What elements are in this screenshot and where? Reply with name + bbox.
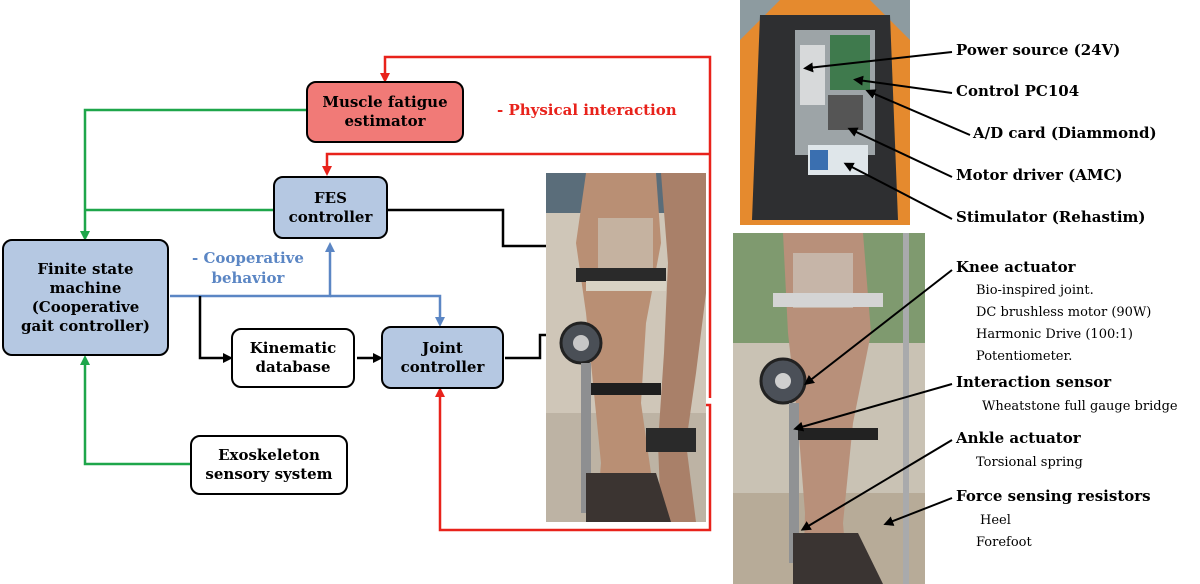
kinematic-database-block: Kinematic database: [231, 328, 355, 388]
ankle-actuator-title: Ankle actuator: [956, 429, 1081, 447]
pointer-motor-driver: [847, 127, 953, 178]
pointer-interaction-sensor: [793, 383, 953, 432]
wire-fatigue-to-fsm: [80, 108, 308, 241]
fes-controller-block: FES controller: [273, 176, 388, 239]
knee-item-label: Harmonic Drive (100:1): [976, 327, 1133, 342]
cooperative-behavior-label: - Cooperative behavior: [192, 249, 304, 287]
ad-card-label: A/D card (Diammond): [973, 124, 1157, 142]
stimulator-label: Stimulator (Rehastim): [956, 208, 1146, 226]
wire-sensory-to-fsm: [80, 355, 192, 466]
pointer-stimulator: [843, 162, 953, 220]
pointer-ad-card: [865, 89, 971, 136]
backpack-photo: [740, 0, 910, 225]
power-source-label: Power source (24V): [956, 41, 1121, 59]
force-sensing-resistors-title: Force sensing resistors: [956, 487, 1151, 505]
exoskeleton-sensory-system-block: Exoskeleton sensory system: [190, 435, 348, 495]
fsr-item-label: Forefoot: [976, 535, 1032, 550]
pointer-force-sensors: [883, 497, 953, 526]
motor-driver-label: Motor driver (AMC): [956, 166, 1123, 184]
interaction-item-label: Wheatstone full gauge bridge: [982, 399, 1178, 414]
exoskeleton-leg-photo: [546, 173, 706, 522]
physical-interaction-label: - Physical interaction: [497, 101, 677, 119]
muscle-fatigue-estimator-block: Muscle fatigue estimator: [306, 81, 464, 143]
joint-controller-block: Joint controller: [381, 326, 504, 389]
interaction-sensor-title: Interaction sensor: [956, 373, 1112, 391]
finite-state-machine-block: Finite state machine (Cooperative gait c…: [2, 239, 169, 356]
pointer-ankle-actuator: [800, 439, 953, 531]
wire-fsm-to-kinematic: [198, 296, 233, 363]
knee-item-label: DC brushless motor (90W): [976, 305, 1152, 320]
wire-leg-to-fes: [322, 152, 710, 176]
knee-actuator-title: Knee actuator: [956, 258, 1076, 276]
wire-fsm-to-joint: [330, 294, 445, 327]
wire-leg-to-fatigue: [380, 55, 712, 398]
fsr-item-label: Heel: [980, 513, 1011, 528]
control-pc104-label: Control PC104: [956, 82, 1080, 100]
knee-item-label: Bio-inspired joint.: [976, 283, 1094, 298]
pointer-control-pc104: [853, 75, 953, 94]
knee-item-label: Potentiometer.: [976, 349, 1073, 364]
pointer-knee-actuator: [804, 269, 953, 386]
pointer-power-source: [803, 51, 953, 73]
ankle-item-label: Torsional spring: [976, 455, 1083, 470]
